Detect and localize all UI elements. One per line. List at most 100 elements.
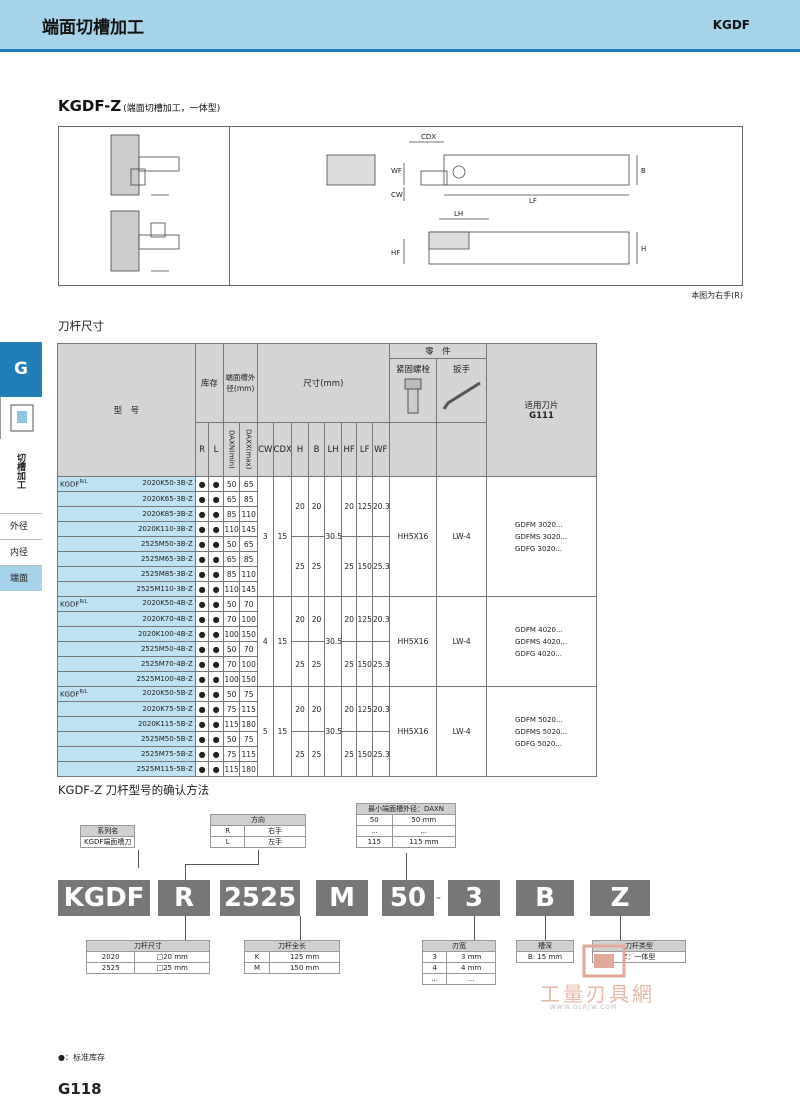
- code-part-width: 3: [448, 880, 500, 916]
- hf-cell: 25: [340, 731, 358, 777]
- daxx-cell: 110: [239, 506, 258, 522]
- model-cell: 2020K85-3B-Z: [57, 506, 196, 522]
- model-code: 2020K50-4B-Z: [142, 599, 193, 608]
- insert-cell: GDFM 5020...GDFMS 5020...GDFG 5020...: [486, 686, 597, 777]
- daxn-cell: 100: [222, 626, 241, 642]
- code-part-daxn: 50: [382, 880, 434, 916]
- insert-code: GDFG 3020...: [515, 544, 563, 553]
- dim-label-wf: WF: [391, 167, 402, 175]
- section-title-code: KGDF-Z 刀杆型号的确认方法: [58, 783, 210, 797]
- model-cell: 2020K65-3B-Z: [57, 491, 196, 507]
- watermark: 工量刃具網 WWW.GLRJW.COM: [540, 944, 700, 1014]
- label-length-cell: 125 mm: [269, 951, 340, 963]
- stock-r: ●: [194, 686, 210, 702]
- col-head-screw: 紧固螺栓: [388, 358, 438, 423]
- watermark-logo-icon: [582, 944, 626, 978]
- dim-label-hf: HF: [391, 249, 400, 257]
- h-cell: 25: [291, 731, 309, 777]
- model-code: 2020K85-3B-Z: [142, 510, 193, 518]
- lh-cell: 30.5: [324, 476, 342, 597]
- model-cell: 2525M50-5B-Z: [57, 731, 196, 747]
- model-code: 2020K65-3B-Z: [142, 495, 193, 503]
- stock-r: ●: [194, 491, 210, 507]
- side-item-inner[interactable]: 内径: [0, 539, 42, 565]
- daxn-cell: 75: [222, 701, 241, 717]
- daxn-cell: 50: [222, 536, 241, 552]
- label-dir-head: 方向: [210, 814, 306, 826]
- daxn-cell: 50: [222, 596, 241, 612]
- label-daxn-cell: 50: [356, 814, 393, 826]
- stock-l: ●: [208, 701, 224, 717]
- label-depth-val: B: 15 mm: [516, 951, 574, 963]
- daxn-cell: 50: [222, 731, 241, 747]
- col-head-b: B: [307, 422, 326, 477]
- col-head-wrench: 扳手: [436, 358, 488, 423]
- label-length-cell: M: [243, 962, 271, 974]
- label-daxn-cell: ...: [356, 825, 393, 837]
- model-code: 2525M50-4B-Z: [140, 645, 193, 653]
- stock-r: ●: [194, 476, 210, 492]
- code-part-type: Z: [590, 880, 650, 916]
- daxx-cell: 85: [239, 551, 258, 567]
- daxx-cell: 115: [239, 701, 258, 717]
- side-item-face[interactable]: 端面: [0, 565, 42, 591]
- insert-code: GDFM 5020...: [515, 715, 563, 724]
- model-cell: 2525M65-3B-Z: [57, 551, 196, 567]
- stock-l: ●: [208, 731, 224, 747]
- hf-cell: 20: [340, 596, 358, 642]
- model-prefix-sup: R/L: [79, 479, 88, 486]
- stock-l: ●: [208, 686, 224, 702]
- col-head-r: R: [194, 422, 210, 477]
- lf-cell: 150: [356, 536, 373, 597]
- code-part-series: KGDF: [58, 880, 150, 916]
- lf-cell: 125: [356, 686, 373, 732]
- daxn-cell: 65: [222, 551, 241, 567]
- daxn-cell: 85: [222, 566, 241, 582]
- h-cell: 20: [291, 686, 309, 732]
- stock-r: ●: [194, 671, 210, 687]
- insert-code: GDFMS 5020...: [515, 727, 568, 736]
- daxn-cell: 85: [222, 506, 241, 522]
- h-cell: 20: [291, 596, 309, 642]
- model-code: 2525M85-3B-Z: [140, 570, 193, 578]
- stock-r: ●: [194, 566, 210, 582]
- stock-r: ●: [194, 701, 210, 717]
- model-code: 2020K50-5B-Z: [142, 689, 193, 698]
- label-width-cell: 4: [421, 962, 448, 974]
- label-size-cell: 2525: [85, 962, 136, 974]
- col-head-cw: CW: [257, 422, 274, 477]
- label-size-cell: 2020: [85, 951, 136, 963]
- connector-line: [620, 916, 621, 940]
- model-code: 2525M110-3B-Z: [136, 585, 193, 593]
- product-desc: (端面切槽加工，一体型): [123, 104, 221, 114]
- model-code: 2525M50-5B-Z: [140, 735, 193, 743]
- model-code: 2525M70-4B-Z: [140, 660, 193, 668]
- stock-l: ●: [208, 761, 224, 777]
- dim-label-cw: CW: [391, 191, 403, 199]
- label-width-cell: 4 mm: [446, 962, 496, 974]
- col-head-wf: WF: [371, 422, 390, 477]
- side-item-outer[interactable]: 外径: [0, 513, 42, 539]
- label-type-val: Z：一体型: [592, 951, 686, 963]
- label-width-cell: 3: [421, 951, 448, 963]
- model-code: 2525M65-3B-Z: [140, 555, 193, 563]
- label-dir-cell: L: [209, 836, 246, 848]
- connector-line: [185, 864, 186, 880]
- wrench-icon: [442, 381, 481, 410]
- wrench-label: 扳手: [453, 365, 471, 375]
- insert-code: GDFM 4020...: [515, 625, 563, 634]
- model-code: 2020K110-3B-Z: [137, 525, 193, 533]
- col-head-stock: 库存: [194, 343, 224, 423]
- footnote: ●：标准库存: [58, 1053, 105, 1062]
- label-series-head: 系列名: [79, 825, 136, 837]
- model-cell: 2020K100-4B-Z: [57, 626, 196, 642]
- label-width-cell: 3 mm: [446, 951, 496, 963]
- stock-r: ●: [194, 596, 210, 612]
